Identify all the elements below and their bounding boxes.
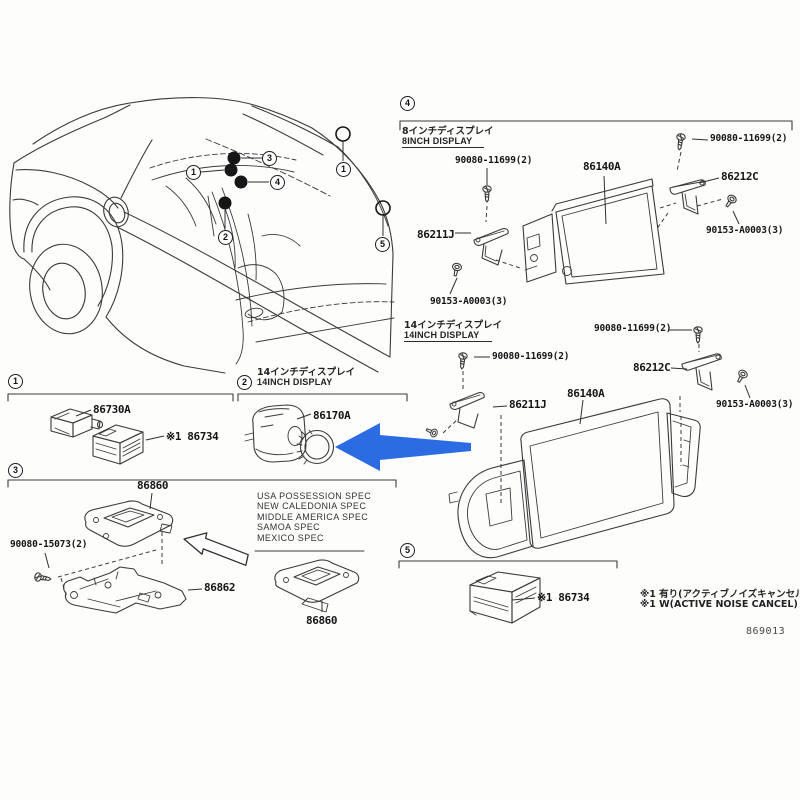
section-number: 1	[12, 376, 18, 386]
footnote-en: ※1 W(ACTIVE NOISE CANCEL)	[640, 599, 798, 610]
display-14inch-assembly	[424, 326, 750, 559]
callout-2: 2	[218, 230, 233, 245]
white-pointer-arrow	[183, 532, 249, 566]
screw-top-right-8inch-icon	[674, 132, 687, 152]
part-label-86212C-8inch: 86212C	[721, 170, 759, 183]
bracket-86212C-14inch-drawing	[681, 353, 722, 391]
section-1-number: 1	[8, 374, 23, 389]
title-8inch-jp: 8インチディスプレイ	[402, 126, 494, 137]
part-label-90080-15073: 90080-15073(2)	[10, 539, 88, 550]
title-s2-jp: 14インチディスプレイ	[257, 367, 356, 378]
screw-top-left-14inch-icon	[457, 351, 469, 370]
display-8inch-assembly	[450, 132, 739, 285]
display-14inch-drawing	[448, 398, 701, 559]
figure-number: 869013	[746, 626, 786, 637]
part-label-90080-11699-14inch-left: 90080-11699(2)	[492, 351, 570, 362]
callout-number: 4	[274, 177, 280, 187]
part-label-90080-11699-14inch-right: 90080-11699(2)	[594, 323, 672, 334]
section-number: 5	[404, 545, 410, 555]
switch-86734-s1-drawing	[92, 424, 144, 465]
knob-ring-drawing	[296, 429, 335, 465]
part-label-86860-top: 86860	[137, 479, 169, 492]
callout-number: 1	[340, 164, 346, 174]
spec-item: NEW CALEDONIA SPEC	[257, 501, 367, 512]
part-label-90080-11699-8inch-left: 90080-11699(2)	[455, 155, 533, 166]
s3-assembly-dashes	[57, 532, 163, 599]
part-label-90080-11699-8inch-right: 90080-11699(2)	[710, 133, 788, 144]
callout-number: 1	[190, 167, 196, 177]
section-brackets	[7, 120, 793, 569]
bracket-86212C-8inch-drawing	[669, 179, 706, 215]
bracket-86211J-8inch-drawing	[473, 228, 509, 266]
section-3-number: 3	[8, 463, 23, 478]
label-leader-lines	[44, 138, 751, 612]
bolt-bottom-left-14inch-icon	[424, 425, 440, 439]
bolt-bottom-right-14inch-icon	[734, 368, 750, 385]
callout-1-left: 1	[186, 165, 201, 180]
part-label-86140A-8inch: 86140A	[583, 160, 621, 173]
part-label-86140A-14inch: 86140A	[567, 387, 605, 400]
screw-top-right-14inch-icon	[693, 326, 703, 344]
screw-90080-15073-icon	[33, 571, 53, 584]
amplifier-86734-s5-drawing	[469, 571, 541, 624]
ecu-86860-right-drawing	[274, 559, 360, 613]
location-dot-3	[227, 151, 241, 165]
location-dot-1	[224, 163, 238, 177]
ecu-86860-top-drawing	[84, 500, 174, 547]
part-label-86211J-14inch: 86211J	[509, 398, 547, 411]
callout-number: 5	[379, 239, 385, 249]
part-label-86734-s1: ※1 86734	[166, 430, 219, 443]
spec-item: MEXICO SPEC	[257, 532, 324, 543]
bolt-bottom-right-8inch-icon	[722, 193, 739, 210]
part-label-86860-right: 86860	[306, 614, 338, 627]
car-callout-markers	[200, 126, 391, 236]
callout-3: 3	[262, 151, 277, 166]
switch-86170A-drawing	[244, 404, 307, 463]
bolt-bottom-left-8inch-icon	[450, 262, 463, 278]
section-number: 2	[241, 377, 247, 387]
callout-number: 2	[222, 232, 228, 242]
spec-item: MIDDLE AMERICA SPEC	[257, 511, 369, 522]
spec-item: USA POSSESSION SPEC	[257, 491, 372, 501]
location-ring-1	[335, 126, 351, 142]
title-8inch-en: 8INCH DISPLAY	[402, 136, 485, 148]
section-5-number: 5	[400, 543, 415, 558]
location-dot-2	[218, 196, 232, 210]
car-sketch	[9, 97, 395, 374]
bracket-86862-drawing	[63, 566, 187, 614]
footnote-jp: ※1 有り(アクティブノイズキャンセル)	[640, 589, 800, 600]
part-label-86170A: 86170A	[313, 409, 351, 422]
part-label-86734-s5: ※1 86734	[537, 591, 590, 604]
section-2-number: 2	[237, 375, 252, 390]
callout-5: 5	[375, 237, 390, 252]
spec-item: SAMOA SPEC	[257, 522, 321, 533]
part-label-90153-A0003-8inch-left: 90153-A0003(3)	[430, 296, 508, 307]
part-label-86730A: 86730A	[93, 403, 131, 416]
section-number: 3	[12, 465, 18, 475]
part-label-90153-A0003-8inch-right: 90153-A0003(3)	[706, 225, 784, 236]
display-8inch-drawing	[522, 178, 665, 285]
section-number: 4	[404, 98, 410, 108]
part-label-86862: 86862	[204, 581, 236, 594]
callout-1-right: 1	[336, 162, 351, 177]
title-s2-en: 14INCH DISPLAY	[257, 377, 333, 387]
title-14inch-en: 14INCH DISPLAY	[404, 330, 492, 342]
spec-region-list: USA POSSESSION SPEC NEW CALEDONIA SPEC M…	[257, 491, 371, 543]
section-4-number: 4	[400, 96, 415, 111]
location-dot-4	[234, 175, 248, 189]
location-ring-5	[375, 200, 391, 216]
bracket-86211J-14inch-drawing	[449, 392, 485, 429]
blue-pointer-arrow	[335, 423, 471, 471]
title-14inch-jp: 14インチディスプレイ	[404, 320, 503, 331]
callout-number: 3	[266, 153, 272, 163]
part-label-86211J-8inch: 86211J	[417, 228, 455, 241]
part-label-90153-A0003-14inch: 90153-A0003(3)	[716, 399, 794, 410]
part-label-86212C-14inch: 86212C	[633, 361, 671, 374]
switch-86730A-drawing	[50, 408, 104, 438]
callout-4: 4	[270, 175, 285, 190]
screw-top-left-8inch-icon	[482, 185, 492, 203]
